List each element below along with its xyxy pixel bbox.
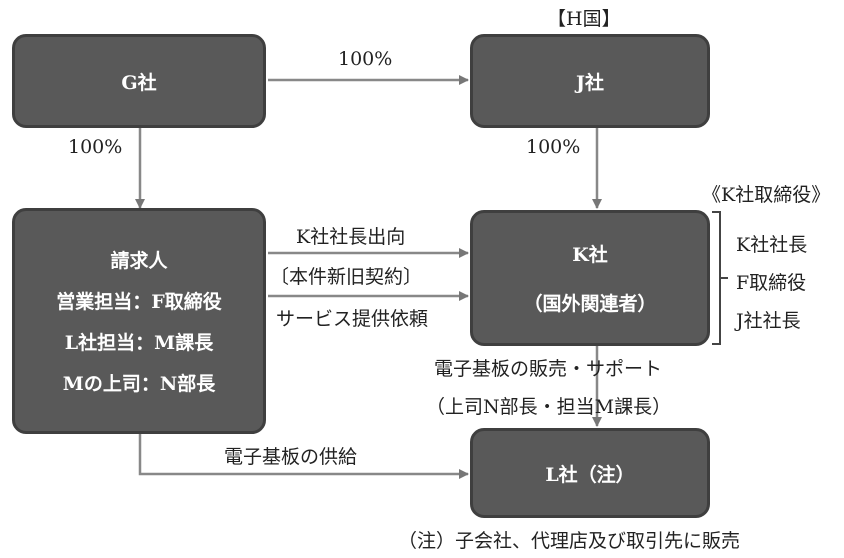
k-company-label: K社 — [572, 244, 608, 266]
g-company-box: G社 — [12, 34, 266, 128]
j-company-label: J社 — [576, 71, 604, 94]
arrow-claimant-to-l — [138, 434, 469, 479]
k-director-1: K社社長 — [736, 234, 808, 256]
edge-label-service-request: サービス提供依頼 — [276, 308, 429, 330]
claimant-l-rep: L社担当：M課長 — [64, 332, 214, 354]
k-director-3: J社社長 — [736, 310, 801, 332]
edge-label-secondment: K社社長出向 — [296, 226, 406, 248]
directors-bracket — [712, 211, 728, 345]
claimant-sales-rep: 営業担当：F取締役 — [56, 291, 222, 313]
claimant-box: 請求人 営業担当：F取締役 L社担当：M課長 Mの上司：N部長 — [12, 208, 266, 434]
edge-label-j-k: 100% — [526, 136, 581, 158]
l-company-label: L社（注） — [545, 463, 635, 486]
edge-label-contract: 〔本件新旧契約〕 — [270, 266, 423, 288]
k-directors-title: 《K社取締役》 — [702, 184, 831, 206]
k-company-box: K社 （国外関連者） — [470, 210, 710, 346]
edge-label-k-l-staff: （上司N部長・担当M課長） — [426, 396, 672, 418]
region-label: 【H国】 — [547, 8, 621, 30]
footnote: （注）子会社、代理店及び取引先に販売 — [398, 530, 741, 552]
g-company-label: G社 — [121, 71, 157, 94]
j-company-box: J社 — [470, 34, 710, 128]
edge-label-supply: 電子基板の供給 — [224, 446, 358, 468]
l-company-box: L社（注） — [470, 428, 710, 518]
k-director-2: F取締役 — [736, 272, 807, 294]
edge-label-g-claimant: 100% — [68, 136, 123, 158]
edge-label-g-j: 100% — [338, 48, 393, 70]
k-company-sublabel: （国外関連者） — [523, 293, 657, 315]
k-directors-list: K社社長 F取締役 J社社長 — [736, 226, 807, 340]
edge-label-k-l-sales: 電子基板の販売・サポート — [434, 358, 663, 380]
claimant-title: 請求人 — [110, 250, 168, 272]
claimant-m-boss: Mの上司：N部長 — [62, 373, 216, 395]
